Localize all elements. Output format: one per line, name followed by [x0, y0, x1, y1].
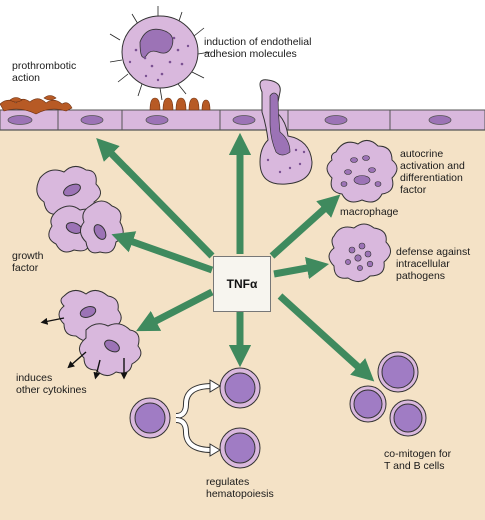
tnf-alpha-box: TNFα: [213, 256, 271, 312]
label-prothrombotic: prothrombotic action: [12, 60, 77, 84]
platelet-aggregate: [0, 95, 73, 115]
label-comitogen: co-mitogen for T and B cells: [384, 448, 452, 472]
fibroblast-cells: [36, 166, 124, 254]
cytokine-producing-cells: [40, 290, 142, 380]
lumen-area: [0, 0, 485, 112]
label-defense: defense against intracellular pathogens: [396, 246, 471, 282]
adhered-leukocyte-projections: [149, 97, 211, 111]
infected-macrophage-cell: [328, 223, 391, 282]
hematopoietic-cells: [129, 367, 261, 469]
arrow-to-growth-factor: [111, 231, 214, 274]
label-growth-factor: growth factor: [12, 250, 44, 274]
arrow-to-prothrombotic: [96, 138, 215, 259]
label-autocrine: autocrine activation and differentiation…: [400, 148, 465, 196]
arrow-to-defense: [273, 256, 330, 280]
transmigrating-leukocyte: [259, 79, 313, 185]
lymphocyte-cells: [349, 351, 427, 437]
arrow-to-comitogen: [277, 293, 375, 382]
label-cytokines: induces other cytokines: [16, 372, 87, 396]
label-macrophage: macrophage: [340, 206, 399, 218]
label-hematopoiesis: regulates hematopoiesis: [206, 476, 274, 500]
endothelium: [0, 109, 485, 131]
arrow-to-cytokines: [136, 288, 214, 332]
label-endothelial: induction of endothelial adhesion molecu…: [204, 36, 312, 60]
macrophage-cell: [326, 140, 398, 203]
neutrophil-cell: [109, 6, 211, 101]
arrow-to-autocrine: [269, 194, 341, 259]
